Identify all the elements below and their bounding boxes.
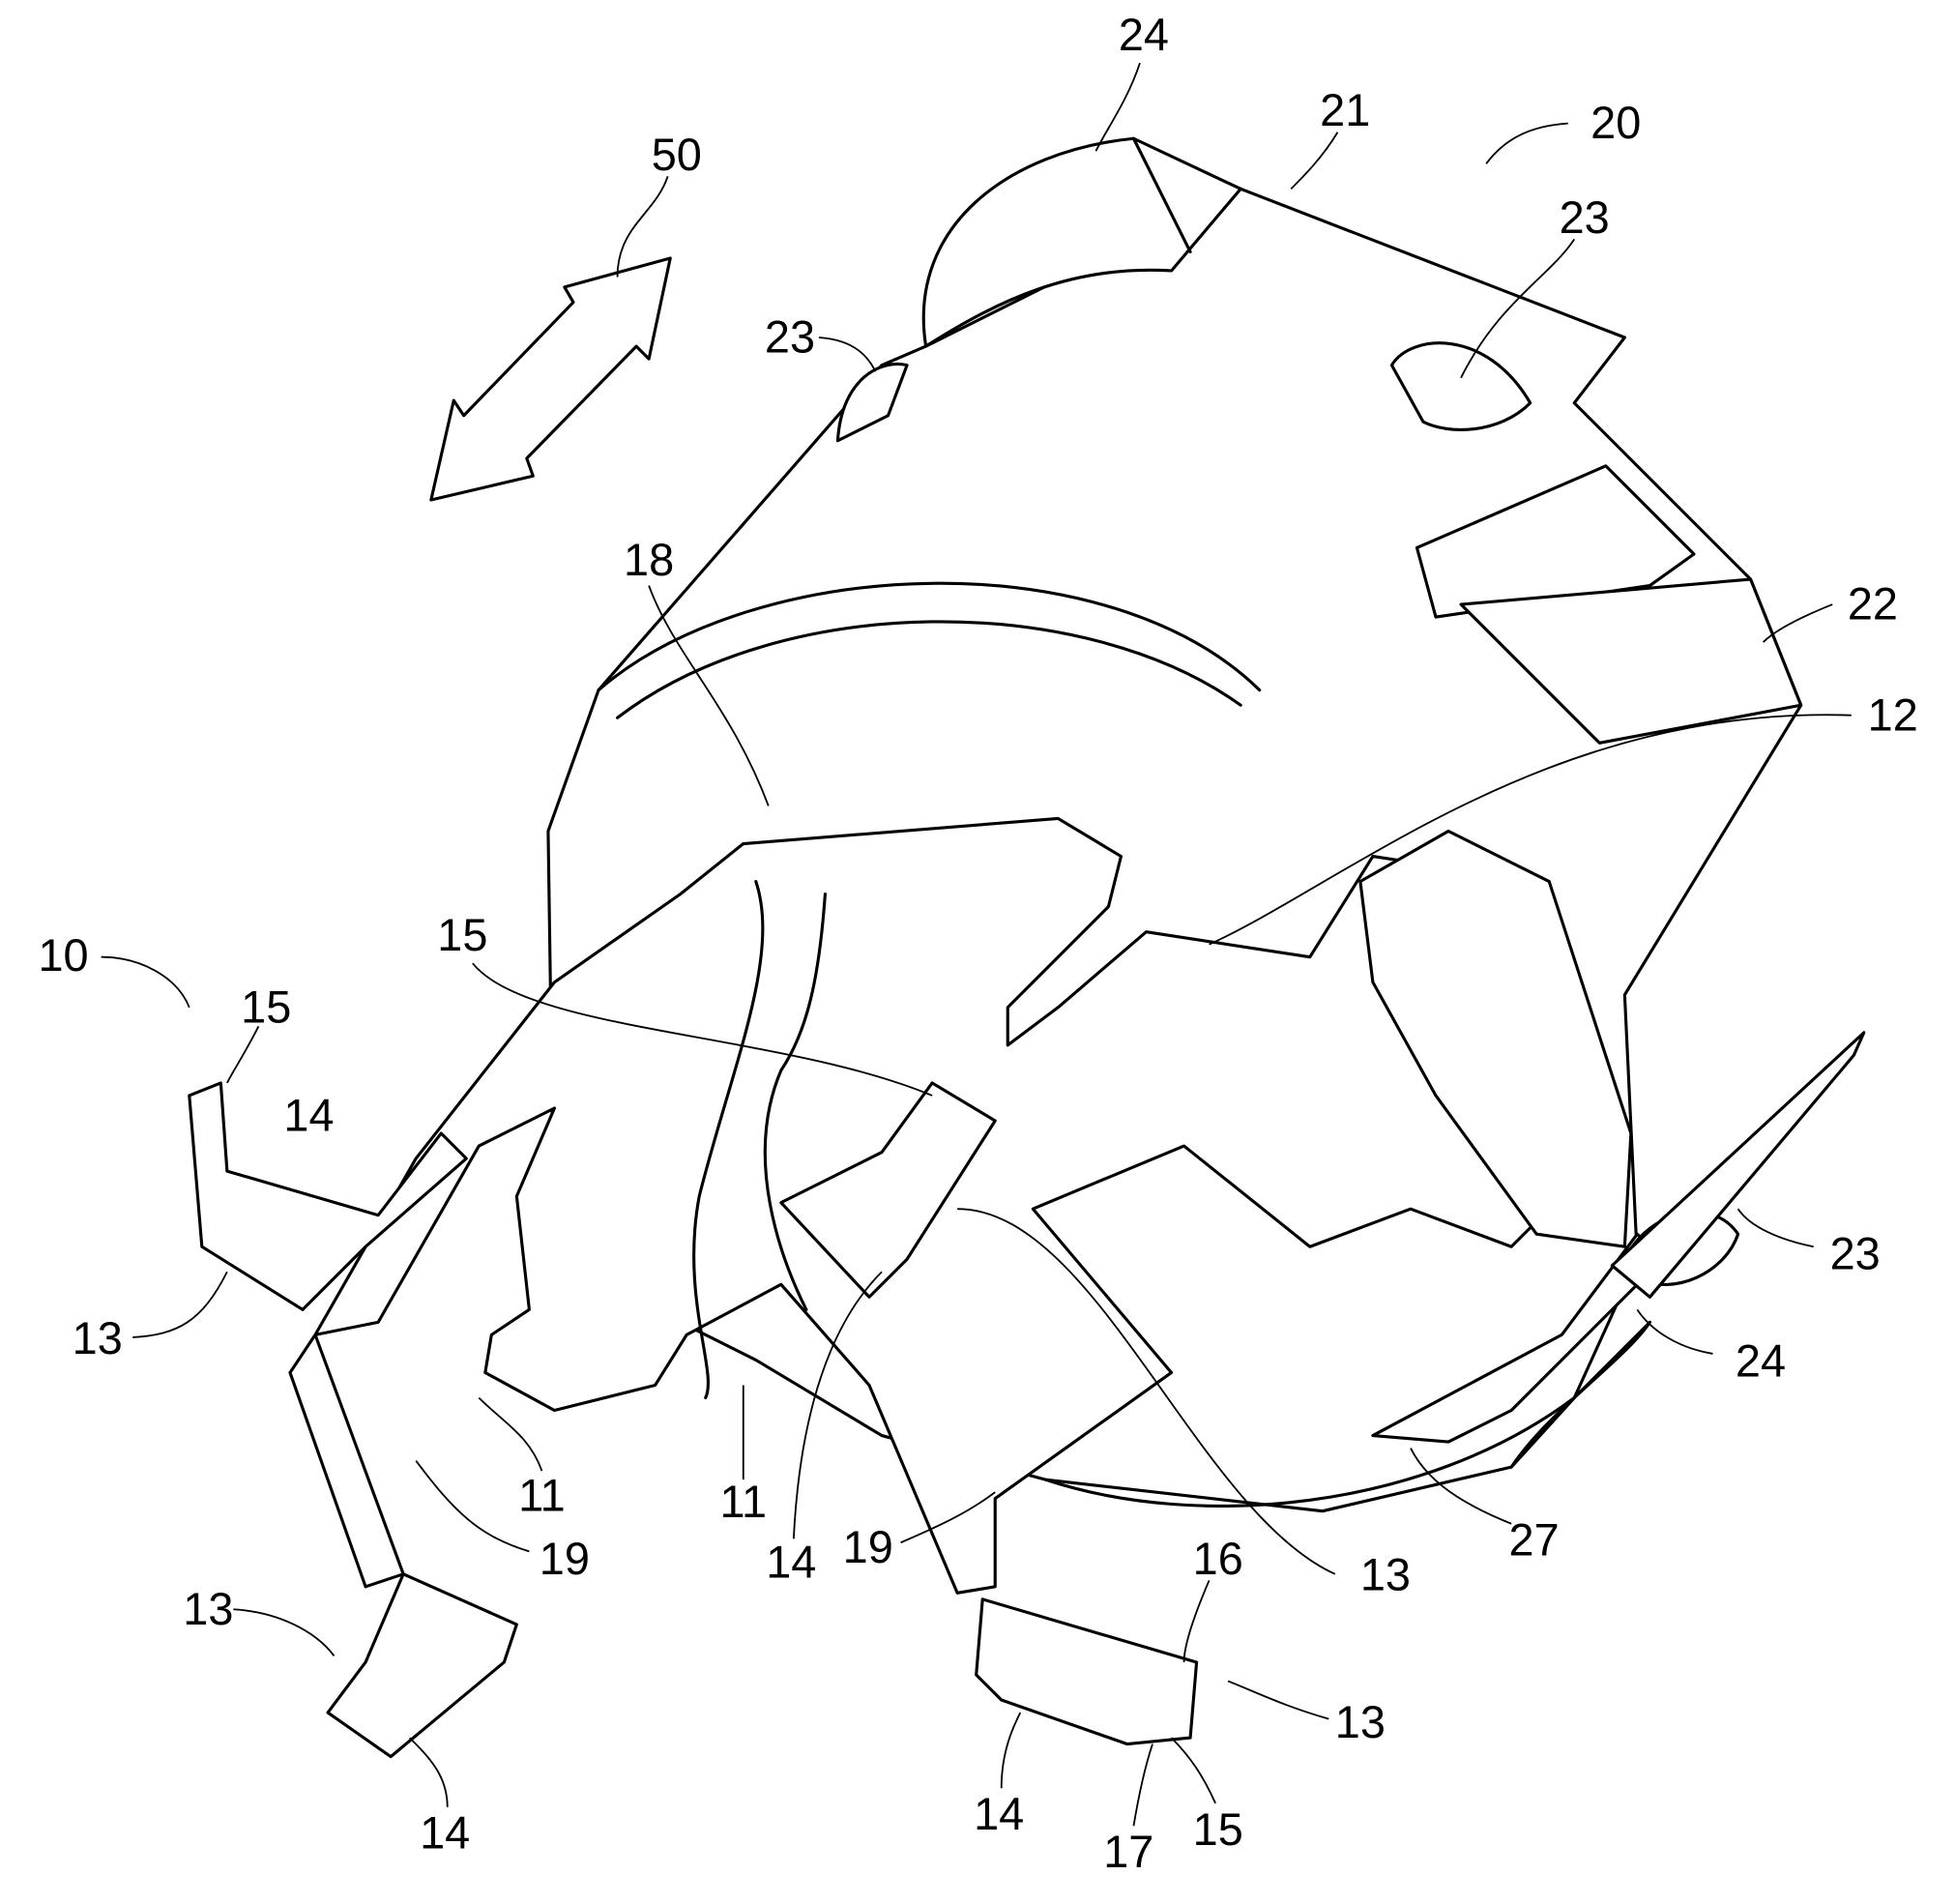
label-23: 23 [765, 312, 815, 363]
label-50: 50 [652, 130, 702, 180]
label-19: 19 [843, 1522, 893, 1572]
label-15: 15 [1193, 1804, 1243, 1855]
label-13: 13 [73, 1313, 123, 1363]
label-11: 11 [518, 1471, 566, 1521]
contact-spring-10 [188, 816, 1633, 1759]
label-13: 13 [183, 1584, 233, 1634]
leader-lines [101, 62, 1852, 1827]
label-14: 14 [766, 1538, 816, 1588]
label-12: 12 [1868, 689, 1918, 740]
label-15: 15 [241, 981, 291, 1032]
label-13: 13 [1335, 1697, 1386, 1747]
label-24: 24 [1736, 1335, 1786, 1386]
direction-arrow-50 [429, 256, 672, 502]
label-16: 16 [1193, 1534, 1243, 1584]
label-21: 21 [1320, 85, 1370, 135]
label-20: 20 [1590, 98, 1641, 148]
reference-numerals: 24 21 20 50 23 23 18 22 12 10 15 15 14 2… [38, 10, 1917, 1877]
label-24: 24 [1119, 10, 1169, 60]
label-23: 23 [1830, 1229, 1881, 1279]
label-17: 17 [1103, 1827, 1153, 1877]
housing-20 [546, 136, 1866, 1513]
label-23: 23 [1560, 192, 1610, 243]
label-15: 15 [437, 910, 487, 960]
label-18: 18 [624, 535, 674, 585]
label-19: 19 [540, 1534, 590, 1584]
label-22: 22 [1848, 579, 1898, 630]
label-27: 27 [1509, 1514, 1560, 1565]
label-13: 13 [1360, 1550, 1411, 1600]
label-11: 11 [719, 1477, 767, 1527]
label-10: 10 [38, 930, 88, 981]
label-14: 14 [974, 1789, 1024, 1839]
label-14: 14 [420, 1808, 470, 1859]
label-14: 14 [283, 1090, 334, 1140]
